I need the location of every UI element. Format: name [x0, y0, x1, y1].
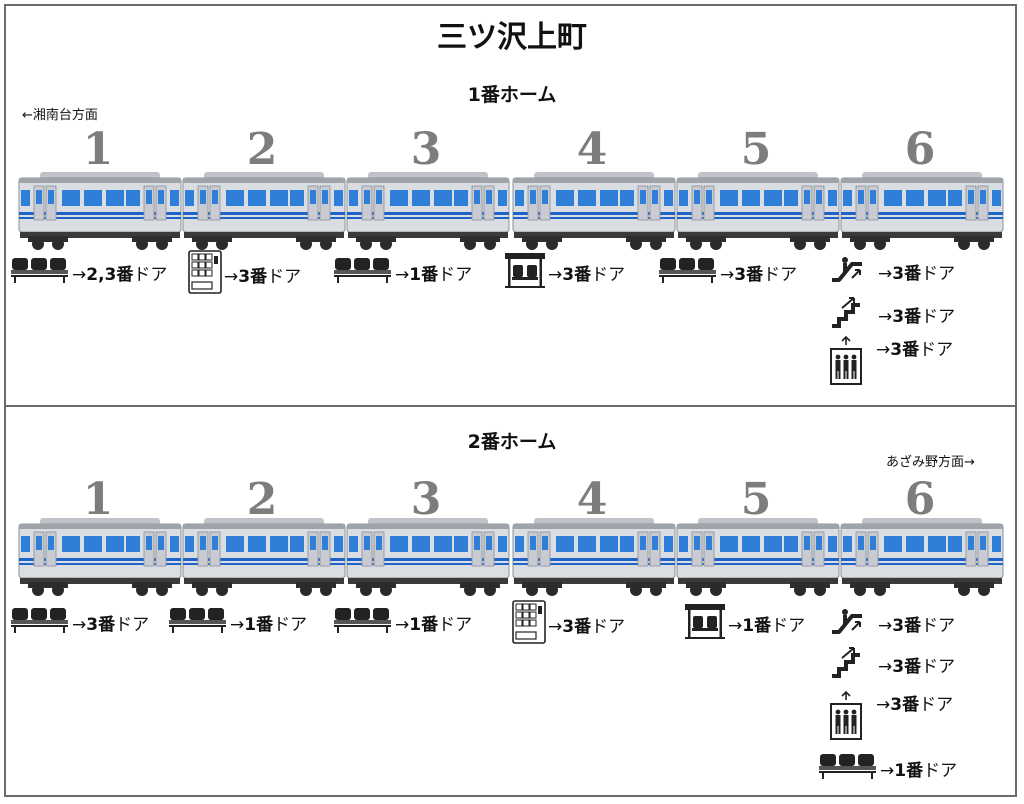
platform-1-car-number-2: 2	[246, 124, 278, 175]
platform-1-train-car-6	[840, 172, 1004, 252]
door-label: →1番ドア	[395, 264, 473, 285]
platform-2-train-car-6	[840, 518, 1004, 598]
bench-icon	[10, 606, 70, 638]
platform-1-car-5-facility: →3番ドア	[658, 256, 797, 288]
diagram-frame	[4, 4, 1017, 797]
platform-1-car-number-5: 5	[740, 124, 772, 175]
platform-1-car-3-facility: →1番ドア	[333, 256, 472, 288]
door-label: →3番ドア	[548, 264, 626, 285]
platform-2-car-6-bench: →1番ドア	[818, 752, 957, 784]
platform-1-train-car-5	[676, 172, 840, 252]
platform-1-car-1-facility: →2,3番ドア	[10, 256, 167, 288]
platform-2-train-car-1	[18, 518, 182, 598]
bench-icon	[333, 256, 393, 288]
platform-2-car-2-facility: →1番ドア	[168, 606, 307, 638]
door-label: →1番ドア	[395, 614, 473, 635]
platform-1-train-car-4	[512, 172, 676, 252]
door-label: →3番ドア	[878, 656, 956, 677]
stairs-icon	[830, 296, 864, 332]
platform-2-car-4-facility: →3番ドア	[512, 600, 625, 648]
platform-2-car-1-facility: →3番ドア	[10, 606, 149, 638]
platform-1-car-4-facility: →3番ドア	[504, 251, 625, 293]
platform-2-direction: あざみ野方面→	[886, 455, 975, 470]
door-label: →3番ドア	[720, 264, 798, 285]
platform-1-car-6-stairs: →3番ドア	[830, 296, 955, 332]
door-label: →1番ドア	[230, 614, 308, 635]
door-label: →3番ドア	[876, 339, 954, 360]
platform-2-car-number-5: 5	[740, 474, 772, 525]
bench-icon	[168, 606, 228, 638]
platform-2-train-car-4	[512, 518, 676, 598]
station-name: 三ツ沢上町	[437, 20, 587, 55]
escalator-icon	[830, 254, 864, 288]
platform-2-car-6-elevator: →3番ドア	[830, 690, 953, 744]
door-label: →3番ドア	[72, 614, 150, 635]
platform-1-car-number-6: 6	[904, 124, 936, 175]
door-label: →3番ドア	[878, 306, 956, 327]
vending-machine-icon	[188, 250, 222, 298]
bench-icon	[10, 256, 70, 288]
platform-1-car-6-elevator: →3番ドア	[830, 335, 953, 389]
elevator-icon	[830, 690, 862, 744]
escalator-icon	[830, 606, 864, 640]
door-label: →3番ドア	[878, 615, 956, 636]
elevator-icon	[830, 335, 862, 389]
waiting-room-icon	[684, 602, 726, 644]
platform-1-train-car-2	[182, 172, 346, 252]
door-label: →2,3番ドア	[72, 264, 168, 285]
platform-2-car-6-stairs: →3番ドア	[830, 646, 955, 682]
door-label: →3番ドア	[548, 616, 626, 637]
platform-2-car-number-1: 1	[82, 474, 114, 525]
door-label: →3番ドア	[876, 694, 954, 715]
stairs-icon	[830, 646, 864, 682]
platform-1-train-car-1	[18, 172, 182, 252]
platform-1-car-number-1: 1	[82, 124, 114, 175]
platform-2-train-car-5	[676, 518, 840, 598]
platform-2-train-car-2	[182, 518, 346, 598]
door-label: →1番ドア	[728, 615, 806, 636]
platform-2-car-5-facility: →1番ドア	[684, 602, 805, 644]
platform-2-car-number-6: 6	[904, 474, 936, 525]
bench-icon	[333, 606, 393, 638]
platform-2-car-number-4: 4	[576, 474, 608, 525]
waiting-room-icon	[504, 251, 546, 293]
platform-1-title: 1番ホーム	[467, 84, 557, 106]
platform-2-car-3-facility: →1番ドア	[333, 606, 472, 638]
door-label: →1番ドア	[880, 760, 958, 781]
platform-2-car-number-3: 3	[410, 474, 442, 525]
platform-1-car-number-3: 3	[410, 124, 442, 175]
platform-1-car-2-facility: →3番ドア	[188, 250, 301, 298]
platform-divider	[4, 405, 1017, 407]
platform-2-car-number-2: 2	[246, 474, 278, 525]
platform-1-car-number-4: 4	[576, 124, 608, 175]
door-label: →3番ドア	[878, 263, 956, 284]
platform-1-direction: ←湘南台方面	[22, 108, 98, 123]
platform-2-title: 2番ホーム	[467, 431, 557, 453]
bench-icon	[818, 752, 878, 784]
vending-machine-icon	[512, 600, 546, 648]
platform-2-train-car-3	[346, 518, 510, 598]
door-label: →3番ドア	[224, 266, 302, 287]
platform-2-car-6-escalator: →3番ドア	[830, 606, 955, 640]
platform-1-car-6-escalator: →3番ドア	[830, 254, 955, 288]
bench-icon	[658, 256, 718, 288]
platform-1-train-car-3	[346, 172, 510, 252]
